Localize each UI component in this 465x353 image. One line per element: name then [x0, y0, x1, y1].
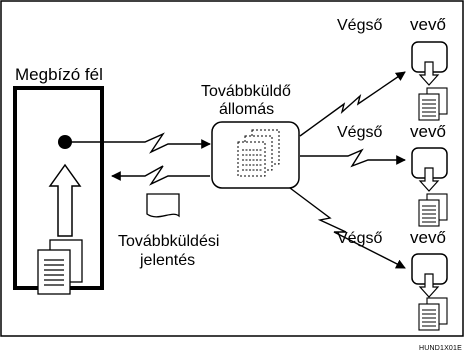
receiver-2-output-arrow-icon	[418, 167, 440, 192]
relay-line-to-receiver-3	[289, 187, 406, 269]
receiver-1-printed-pages-icon	[418, 87, 448, 121]
report-label-line1: Továbbküldési	[118, 233, 219, 250]
receiver-3-suffix: vevő	[410, 228, 446, 247]
image-code: HUND1X01E	[419, 345, 462, 352]
report-label-line2: jelentés	[139, 252, 195, 269]
relay-label-line2: állomás	[219, 101, 274, 118]
feed-up-arrow-icon	[48, 163, 82, 237]
receiver-3-prefix: Végső	[337, 230, 382, 247]
original-documents-icon	[37, 239, 83, 295]
report-sheet-icon	[146, 193, 180, 218]
relay-label-line1: Továbbküldő	[201, 83, 291, 100]
receiver-1-output-arrow-icon	[418, 61, 440, 86]
final-receiver-2: Végső vevő	[337, 122, 448, 227]
diagram-frame	[0, 0, 464, 337]
sender-label: Megbízó fél	[15, 65, 103, 84]
final-receiver-1: Végső vevő	[337, 15, 448, 121]
receiver-2-suffix: vevő	[410, 122, 446, 141]
receiver-3-printed-pages-icon	[418, 297, 448, 331]
relay-line-to-receiver-2	[300, 148, 406, 168]
final-receiver-3: Végső vevő	[337, 228, 448, 331]
report-line-to-sender	[111, 165, 210, 186]
receiver-1-suffix: vevő	[410, 15, 446, 34]
stored-pages-icon	[237, 129, 280, 177]
receiver-2-prefix: Végső	[337, 124, 382, 141]
receiver-1-prefix: Végső	[337, 17, 382, 34]
receiver-3-output-arrow-icon	[418, 273, 440, 298]
receiver-2-printed-pages-icon	[418, 193, 448, 227]
send-line-to-relay	[65, 132, 211, 154]
relay-line-to-receiver-1	[299, 71, 406, 137]
